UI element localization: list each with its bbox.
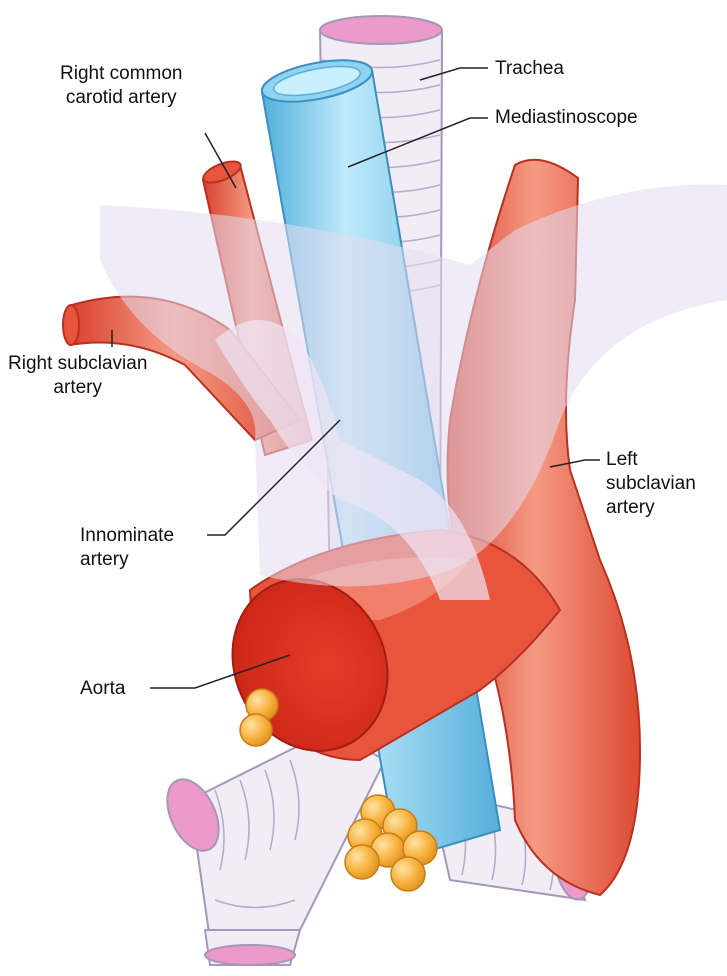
label-right-subclavian-line2: artery bbox=[8, 376, 147, 400]
label-innominate-artery: Innominate artery bbox=[80, 524, 174, 572]
label-left-subclavian-artery: Left subclavian artery bbox=[606, 448, 696, 520]
label-left-subclavian-line1: Left bbox=[606, 448, 696, 472]
label-innominate-line2: artery bbox=[80, 548, 174, 572]
label-left-subclavian-line2: subclavian bbox=[606, 472, 696, 496]
label-left-subclavian-line3: artery bbox=[606, 496, 696, 520]
label-trachea-text: Trachea bbox=[495, 57, 564, 81]
label-right-common-carotid-line2: carotid artery bbox=[60, 86, 183, 110]
label-right-subclavian-line1: Right subclavian bbox=[8, 352, 147, 376]
label-mediastinoscope-text: Mediastinoscope bbox=[495, 106, 638, 130]
label-right-subclavian-artery: Right subclavian artery bbox=[8, 352, 147, 400]
label-right-common-carotid-artery: Right common carotid artery bbox=[60, 62, 183, 110]
label-right-common-carotid-line1: Right common bbox=[60, 62, 183, 86]
label-aorta-text: Aorta bbox=[80, 677, 125, 701]
label-mediastinoscope: Mediastinoscope bbox=[495, 106, 638, 130]
label-trachea: Trachea bbox=[495, 57, 564, 81]
label-aorta: Aorta bbox=[80, 677, 125, 701]
label-innominate-line1: Innominate bbox=[80, 524, 174, 548]
